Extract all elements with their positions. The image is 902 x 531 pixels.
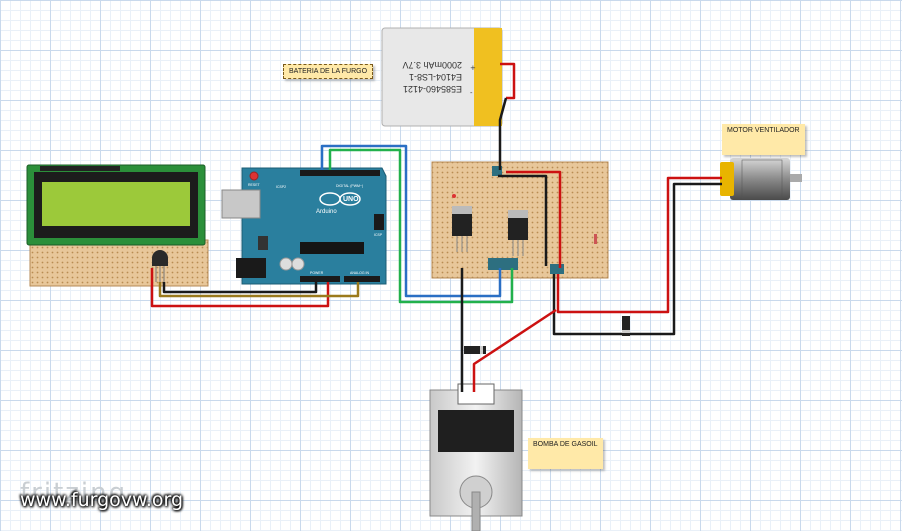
terminal-block-top — [492, 166, 502, 176]
lcd-stripboard — [29, 239, 209, 287]
watermark-text: www.furgovw.org — [20, 489, 184, 511]
power-label: POWER — [310, 271, 324, 275]
diode-motor[interactable] — [622, 316, 630, 336]
note-motor[interactable]: MOTOR VENTILADOR — [722, 124, 805, 155]
battery-plus: + — [470, 64, 476, 72]
digital-header — [300, 170, 380, 176]
terminal-block-2 — [550, 264, 564, 274]
stepper-shaft — [471, 491, 481, 531]
arduino-logo-icon-right — [339, 192, 361, 206]
atmega-chip — [300, 242, 364, 254]
fritzing-logo: fritzing — [20, 478, 128, 508]
battery[interactable]: E585460-4121 E4104-LS8-1 2000mAh 3.7V + … — [381, 27, 503, 127]
wire-pump-red[interactable] — [472, 308, 557, 392]
wire-sensor-red[interactable] — [150, 268, 330, 308]
capacitor-2 — [291, 257, 305, 271]
reset-label: RESET — [248, 183, 261, 187]
wire-signal-green[interactable] — [328, 148, 514, 304]
mosfet-2[interactable] — [508, 210, 528, 256]
battery-terminal-strip — [474, 28, 502, 126]
wire-battery-black[interactable] — [498, 97, 508, 170]
terminal-block-1 — [488, 258, 518, 270]
note-battery[interactable]: BATERIA DE LA FURGO — [283, 64, 374, 79]
stripboard[interactable] — [431, 161, 609, 279]
power-jack — [236, 258, 266, 278]
wire-sensor-brown[interactable] — [158, 282, 360, 298]
resistor — [594, 234, 597, 244]
wire-motor-red[interactable] — [556, 176, 722, 314]
diode-pump[interactable] — [464, 346, 486, 354]
wire-battery-red[interactable] — [500, 62, 516, 100]
power-header — [300, 276, 340, 282]
battery-label-3: 2000mAh 3.7V — [402, 60, 462, 70]
lcd-screen — [42, 182, 190, 226]
arduino-uno[interactable]: Arduino UNO RESET DIGITAL (PWM~) POWER A… — [221, 167, 387, 285]
stepper-pump[interactable] — [429, 383, 523, 531]
analog-header — [344, 276, 380, 282]
usb-port — [221, 189, 261, 219]
lcd-header-pins — [40, 166, 120, 171]
regulator — [258, 236, 268, 250]
wire-signal-blue[interactable] — [320, 144, 502, 298]
battery-minus: - — [470, 89, 473, 97]
reset-button[interactable] — [249, 171, 259, 181]
capacitor-1 — [279, 257, 293, 271]
wire-motor-black[interactable] — [552, 182, 722, 336]
analog-label: ANALOG IN — [350, 271, 370, 275]
battery-label-2: E4104-LS8-1 — [409, 72, 462, 82]
stepper-connector — [457, 383, 495, 405]
mosfet-1[interactable] — [452, 206, 472, 252]
lcd-module[interactable] — [26, 164, 209, 287]
battery-label-1: E585460-4121 — [403, 84, 462, 94]
indicator-dot — [452, 194, 456, 198]
note-pump[interactable]: BOMBA DE GASOIL — [528, 438, 603, 469]
icsp2-label: ICSP2 — [276, 185, 286, 189]
digital-label: DIGITAL (PWM~) — [336, 184, 363, 188]
wire-board-red[interactable] — [506, 170, 562, 268]
fan-motor[interactable] — [720, 158, 802, 200]
icsp-header — [374, 214, 384, 230]
arduino-model: UNO — [343, 196, 359, 203]
wire-board-black[interactable] — [498, 174, 548, 266]
wire-sensor-black[interactable] — [162, 282, 318, 294]
arduino-logo-text: Arduino — [316, 209, 337, 215]
icsp-label: ICSP — [374, 233, 383, 237]
stepper-band — [438, 410, 514, 452]
temperature-sensor[interactable] — [152, 250, 168, 282]
wires — [150, 62, 722, 392]
